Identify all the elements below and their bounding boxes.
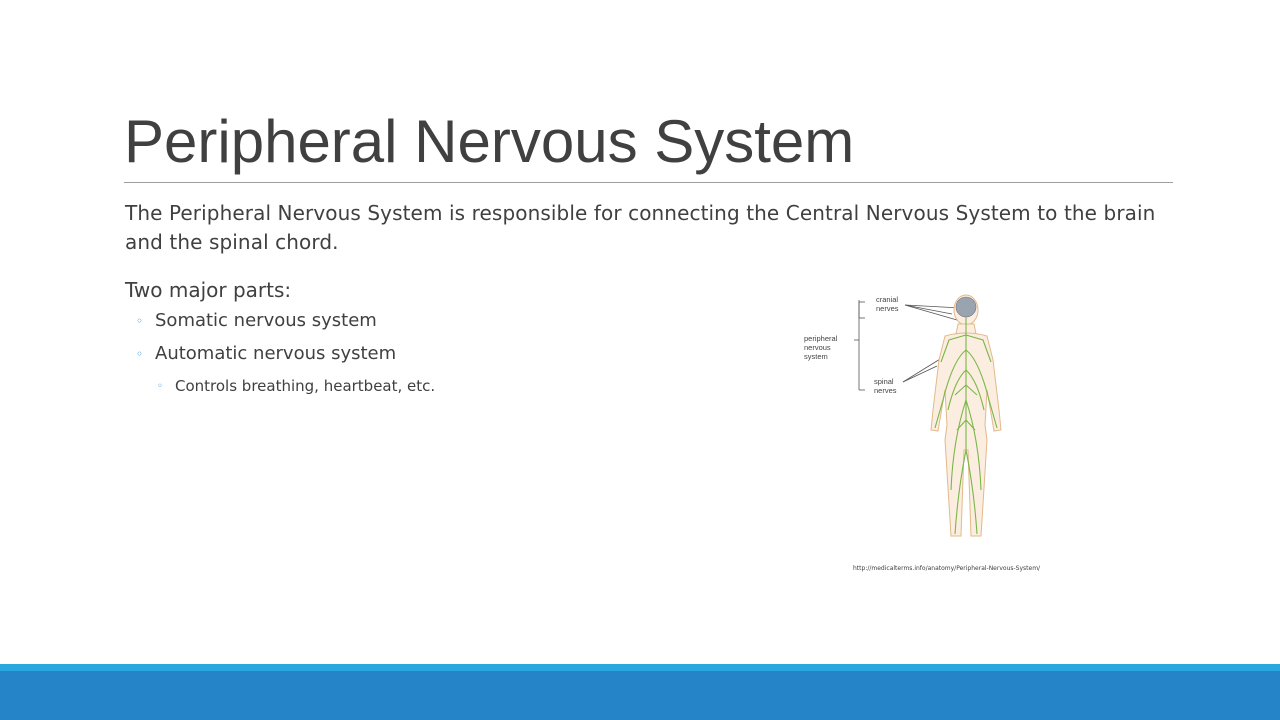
label-peripheral-1: peripheral [804,334,838,343]
parts-heading: Two major parts: [125,278,292,302]
ring-bullet-icon: ◦ [136,313,144,328]
bullet-automatic: ◦ Automatic nervous system [136,343,396,364]
sub-bullet-controls: ◦ Controls breathing, heartbeat, etc. [157,377,435,395]
bullet-text: Somatic nervous system [155,310,377,331]
sub-bullet-text: Controls breathing, heartbeat, etc. [175,377,436,395]
bullet-somatic: ◦ Somatic nervous system [136,310,377,331]
label-peripheral-3: system [804,352,828,361]
ring-bullet-icon: ◦ [136,346,144,361]
brain-icon [955,296,977,318]
label-cranial-1: cranial [876,295,898,304]
nervous-system-figure: cranial nerves peripheral nervous system… [795,290,1035,548]
label-spinal-2: nerves [874,386,897,395]
slide-title: Peripheral Nervous System [124,108,855,175]
title-divider [124,182,1173,183]
ring-bullet-icon: ◦ [157,380,163,392]
label-cranial-2: nerves [876,304,899,313]
image-credit[interactable]: http://medicalterms.info/anatomy/Periphe… [853,565,1041,572]
label-spinal-1: spinal [874,377,894,386]
label-peripheral-2: nervous [804,343,831,352]
bullet-text: Automatic nervous system [155,343,397,364]
intro-paragraph: The Peripheral Nervous System is respons… [125,201,1156,254]
footer-bar [0,671,1280,720]
footer-accent-bar [0,664,1280,671]
body-diagram: cranial nerves peripheral nervous system… [804,294,1002,537]
